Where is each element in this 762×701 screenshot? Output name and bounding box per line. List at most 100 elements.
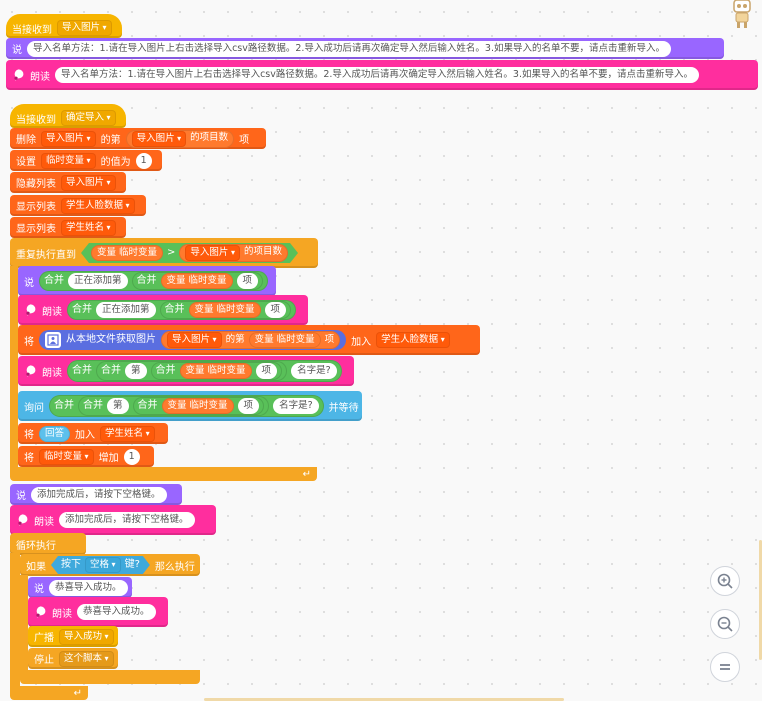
sprite-robot-icon[interactable] (730, 0, 754, 30)
show-list-block[interactable]: 显示列表 学生人脸数据 (10, 195, 146, 216)
text-input[interactable]: 第 (107, 398, 129, 414)
variable-reporter[interactable]: 变量 临时变量 (188, 302, 261, 318)
item-of-list-reporter[interactable]: 导入图片 的第 变量 临时变量 项 (161, 331, 341, 349)
forever-end: ↵ (10, 686, 88, 700)
text-input[interactable]: 正在添加第 (96, 302, 156, 318)
message-dropdown[interactable]: 确定导入 (61, 110, 116, 126)
variable-dropdown[interactable]: 临时变量 (39, 448, 94, 465)
stop-label: 停止 (34, 655, 54, 666)
variable-reporter[interactable]: 变量 临时变量 (160, 273, 233, 289)
text-input[interactable]: 名字是? (273, 398, 319, 414)
text-input[interactable]: 正在添加第 (68, 273, 128, 289)
list-dropdown[interactable]: 学生人脸数据 (61, 197, 135, 214)
variable-dropdown[interactable]: 临时变量 (41, 152, 96, 169)
forever-label: 循环执行 (16, 540, 56, 552)
variable-reporter[interactable]: 变量 临时变量 (248, 332, 321, 348)
variable-reporter[interactable]: 变量 临时变量 (91, 245, 163, 261)
list-dropdown[interactable]: 导入图片 (167, 332, 222, 348)
speak-block[interactable]: 朗读 恭喜导入成功。 (28, 597, 168, 627)
value-input[interactable]: 1 (123, 448, 140, 465)
join-operator[interactable]: 合并 正在添加第 合并 变量 临时变量 项 (39, 271, 269, 291)
speak-text-input[interactable]: 导入名单方法：1.请在导入图片上右击选择导入csv路径数据。2.导入成功后请再次… (55, 67, 699, 83)
say-block[interactable]: 说 导入名单方法：1.请在导入图片上右击选择导入csv路径数据。2.导入成功后请… (6, 38, 724, 59)
speak-label: 朗读 (34, 516, 54, 528)
list-dropdown[interactable]: 学生姓名 (100, 425, 155, 442)
delete-item-block[interactable]: 删除 导入图片 的第 导入图片 的项目数 项 (10, 128, 266, 149)
count-label: 的项目数 (190, 131, 229, 143)
join-label: 合并 (137, 400, 158, 411)
repeat-until-block[interactable]: 重复执行直到 变量 临时变量 > 导入图片 的项目数 (10, 238, 318, 268)
change-by-label: 增加 (98, 453, 119, 464)
speak-block[interactable]: 朗读 合并 合并 第 合并 变量 临时变量 项 名字是? (18, 356, 354, 386)
text-input[interactable]: 项 (264, 302, 287, 318)
variable-reporter[interactable]: 变量 临时变量 (161, 398, 234, 414)
list-length-reporter[interactable]: 导入图片 的项目数 (125, 129, 235, 148)
speak-text-input[interactable]: 添加完成后，请按下空格键。 (59, 512, 195, 528)
variable-reporter[interactable]: 变量 临时变量 (179, 363, 252, 379)
reset-zoom-button[interactable] (710, 652, 740, 682)
change-variable-block[interactable]: 将 临时变量 增加 1 (18, 446, 154, 467)
join-operator[interactable]: 合并 变量 临时变量 项 (132, 397, 265, 415)
value-input[interactable]: 1 (135, 152, 152, 169)
list-dropdown[interactable]: 学生人脸数据 (376, 332, 450, 348)
say-block[interactable]: 说 合并 正在添加第 合并 变量 临时变量 项 (18, 266, 276, 296)
zoom-out-button[interactable] (710, 609, 740, 639)
show-list-block[interactable]: 显示列表 学生姓名 (10, 217, 126, 238)
join-label: 合并 (136, 275, 157, 286)
speak-text-input[interactable]: 恭喜导入成功。 (77, 604, 156, 620)
join-operator[interactable]: 合并 正在添加第 合并 变量 临时变量 项 (67, 300, 297, 320)
text-input[interactable]: 第 (125, 363, 147, 379)
item-label: 项 (239, 135, 250, 146)
list-length-reporter[interactable]: 导入图片 的项目数 (179, 244, 288, 262)
add-to-list-block[interactable]: 将 从本地文件获取图片 导入图片 的第 变量 临时变量 项 加入 学生人脸数据 (18, 325, 480, 355)
message-dropdown[interactable]: 导入图片 (57, 20, 112, 36)
list-dropdown[interactable]: 导入图片 (131, 130, 187, 147)
say-text-input[interactable]: 恭喜导入成功。 (49, 579, 128, 596)
list-dropdown[interactable]: 导入图片 (61, 174, 116, 191)
vertical-scrollbar[interactable] (759, 540, 762, 660)
text-input[interactable]: 项 (236, 273, 259, 289)
say-text-input[interactable]: 导入名单方法：1.请在导入图片上右击选择导入csv路径数据。2.导入成功后请再次… (27, 40, 671, 57)
speak-block[interactable]: 朗读 合并 正在添加第 合并 变量 临时变量 项 (18, 295, 308, 325)
join-operator[interactable]: 合并 变量 临时变量 项 (159, 301, 292, 319)
text-input[interactable]: 名字是? (291, 363, 337, 379)
when-receive-hat-2[interactable]: 当接收到 确定导入 (10, 104, 126, 128)
join-label: 合并 (101, 365, 121, 376)
join-operator[interactable]: 合并 合并 第 合并 变量 临时变量 项 名字是? (67, 360, 342, 382)
forever-block[interactable]: 循环执行 (10, 533, 86, 555)
ask-and-wait-block[interactable]: 询问 合并 合并 第 合并 变量 临时变量 项 名字是? 并等待 (18, 391, 362, 421)
speak-block[interactable]: 朗读 导入名单方法：1.请在导入图片上右击选择导入csv路径数据。2.导入成功后… (6, 60, 758, 90)
join-operator[interactable]: 合并 第 合并 变量 临时变量 项 (78, 396, 270, 416)
list-dropdown[interactable]: 导入图片 (185, 245, 240, 261)
list-dropdown[interactable]: 学生姓名 (61, 219, 116, 236)
join-operator[interactable]: 合并 变量 临时变量 项 (150, 362, 283, 380)
broadcast-block[interactable]: 广播 导入成功 (28, 626, 118, 647)
join-operator[interactable]: 合并 第 合并 变量 临时变量 项 (96, 361, 288, 381)
hide-list-block[interactable]: 隐藏列表 导入图片 (10, 172, 126, 193)
when-receive-label: 当接收到 (16, 114, 56, 126)
horizontal-scrollbar[interactable] (204, 698, 564, 701)
say-block[interactable]: 说 恭喜导入成功。 (28, 577, 132, 598)
when-receive-hat-1[interactable]: 当接收到 导入图片 (6, 14, 122, 38)
answer-reporter[interactable]: 回答 (39, 425, 71, 442)
text-input[interactable]: 项 (237, 398, 260, 414)
speak-block[interactable]: 朗读 添加完成后，请按下空格键。 (10, 505, 216, 535)
message-dropdown[interactable]: 导入成功 (59, 628, 114, 645)
file-image-reporter[interactable]: 从本地文件获取图片 导入图片 的第 变量 临时变量 项 (39, 330, 347, 350)
key-dropdown[interactable]: 空格 (85, 557, 121, 573)
zoom-in-icon (717, 573, 733, 589)
stop-option-dropdown[interactable]: 这个脚本 (59, 650, 114, 667)
say-text-input[interactable]: 添加完成后，请按下空格键。 (31, 486, 167, 503)
zoom-in-button[interactable] (710, 566, 740, 596)
if-then-block[interactable]: 如果 按下 空格 键? 那么执行 (20, 554, 200, 576)
key-pressed-condition[interactable]: 按下 空格 键? (51, 556, 150, 574)
add-to-list-block[interactable]: 将 回答 加入 学生姓名 (18, 423, 168, 444)
stop-block[interactable]: 停止 这个脚本 (28, 648, 118, 669)
greater-than-operator[interactable]: 变量 临时变量 > 导入图片 的项目数 (81, 243, 298, 263)
list-dropdown[interactable]: 导入图片 (41, 130, 96, 147)
join-operator[interactable]: 合并 合并 第 合并 变量 临时变量 项 名字是? (49, 395, 324, 417)
join-operator[interactable]: 合并 变量 临时变量 项 (131, 272, 264, 290)
text-input[interactable]: 项 (255, 363, 278, 379)
say-block[interactable]: 说 添加完成后，请按下空格键。 (10, 484, 182, 505)
set-variable-block[interactable]: 设置 临时变量 的值为 1 (10, 150, 162, 171)
